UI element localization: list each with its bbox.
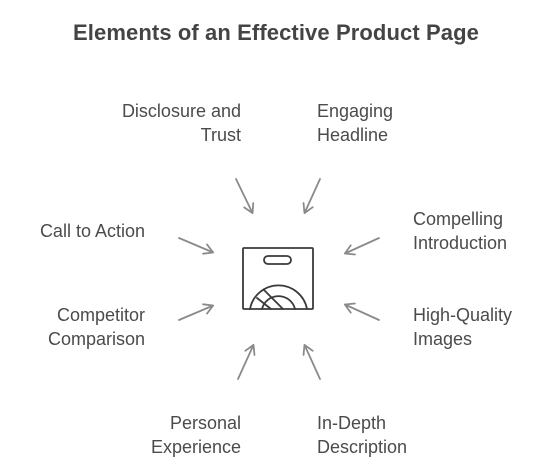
arrow-personal (237, 343, 256, 380)
diagram-title: Elements of an Effective Product Page (73, 20, 479, 45)
arrow-images (343, 302, 380, 321)
label-disclosure-and-trust: Disclosure and Trust (121, 101, 241, 145)
arrow-headline (302, 178, 321, 215)
label-competitor-comparison: Competitor Comparison (47, 305, 145, 349)
arrow-disclosure (235, 178, 255, 215)
label-compelling-introduction: Compelling Introduction (413, 209, 508, 253)
label-engaging-headline: Engaging Headline (317, 101, 394, 145)
label-personal-experience: Personal Experience (150, 413, 241, 457)
shopping-bag-icon (242, 247, 314, 310)
label-call-to-action: Call to Action (39, 221, 145, 241)
arrow-competitor (178, 303, 215, 321)
label-high-quality-images: High-Quality Images (413, 305, 513, 349)
label-in-depth-description: In-Depth Description (317, 413, 408, 457)
arrow-introduction (343, 237, 380, 256)
arrow-call-to-action (178, 237, 215, 255)
arrow-description (302, 343, 321, 380)
